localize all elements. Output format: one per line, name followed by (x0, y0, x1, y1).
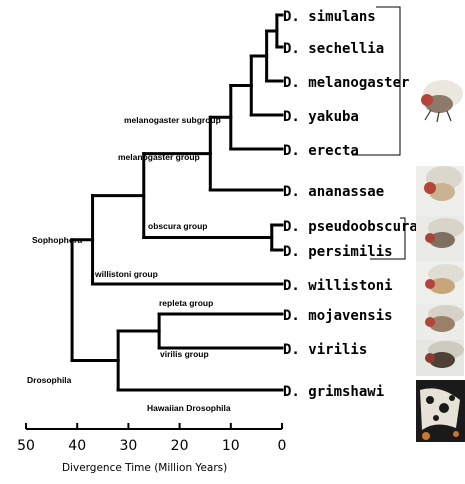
species-label-virilis: D. virilis (283, 342, 367, 358)
tick-label-20: 20 (171, 438, 189, 454)
species-label-sechellia: D. sechellia (283, 41, 384, 57)
species-label-ananassae: D. ananassae (283, 184, 384, 200)
willistoni-fly (416, 262, 464, 306)
time-axis: 50 40 30 20 10 0 Divergence Time (Millio… (17, 423, 286, 474)
species-label-yakuba: D. yakuba (283, 109, 359, 125)
tree-branches (72, 15, 282, 390)
species-label-pseudoobscura: D. pseudoobscura (283, 219, 418, 235)
clade-label-drosophila: Drosophila (27, 375, 72, 385)
clade-label-melanogaster-group: melanogaster group (118, 152, 200, 162)
species-label-grimshawi: D. grimshawi (283, 384, 384, 400)
mojavensis-fly (416, 304, 464, 342)
species-label-simulans: D. simulans (283, 9, 376, 25)
clade-label-virilis-group: virilis group (160, 349, 209, 359)
clade-label-sophophora: Sophophora (32, 235, 82, 245)
clade-label-willistoni-group: willistoni group (94, 269, 158, 279)
species-label-mojavensis: D. mojavensis (283, 308, 393, 324)
grimshawi-fly (416, 380, 465, 442)
virilis-fly (416, 340, 464, 376)
melanogaster-fly (421, 80, 463, 122)
clade-label-hawaiian-drosophila: Hawaiian Drosophila (147, 403, 231, 413)
species-label-melanogaster: D. melanogaster (283, 75, 409, 91)
species-label-persimilis: D. persimilis (283, 244, 393, 260)
tick-label-50: 50 (17, 438, 35, 454)
tick-label-40: 40 (68, 438, 86, 454)
clade-label-obscura-group: obscura group (148, 221, 208, 231)
clade-label-repleta-group: repleta group (159, 298, 213, 308)
pseudoobscura-fly (416, 216, 464, 262)
species-label-willistoni: D. willistoni (283, 278, 393, 294)
tick-label-0: 0 (278, 438, 287, 454)
tick-label-10: 10 (222, 438, 240, 454)
clade-label-melanogaster-subgroup: melanogaster subgroup (124, 115, 221, 125)
species-label-erecta: D. erecta (283, 143, 359, 159)
axis-title: Divergence Time (Million Years) (62, 462, 227, 474)
ananassae-fly (416, 166, 464, 216)
tick-label-30: 30 (119, 438, 137, 454)
